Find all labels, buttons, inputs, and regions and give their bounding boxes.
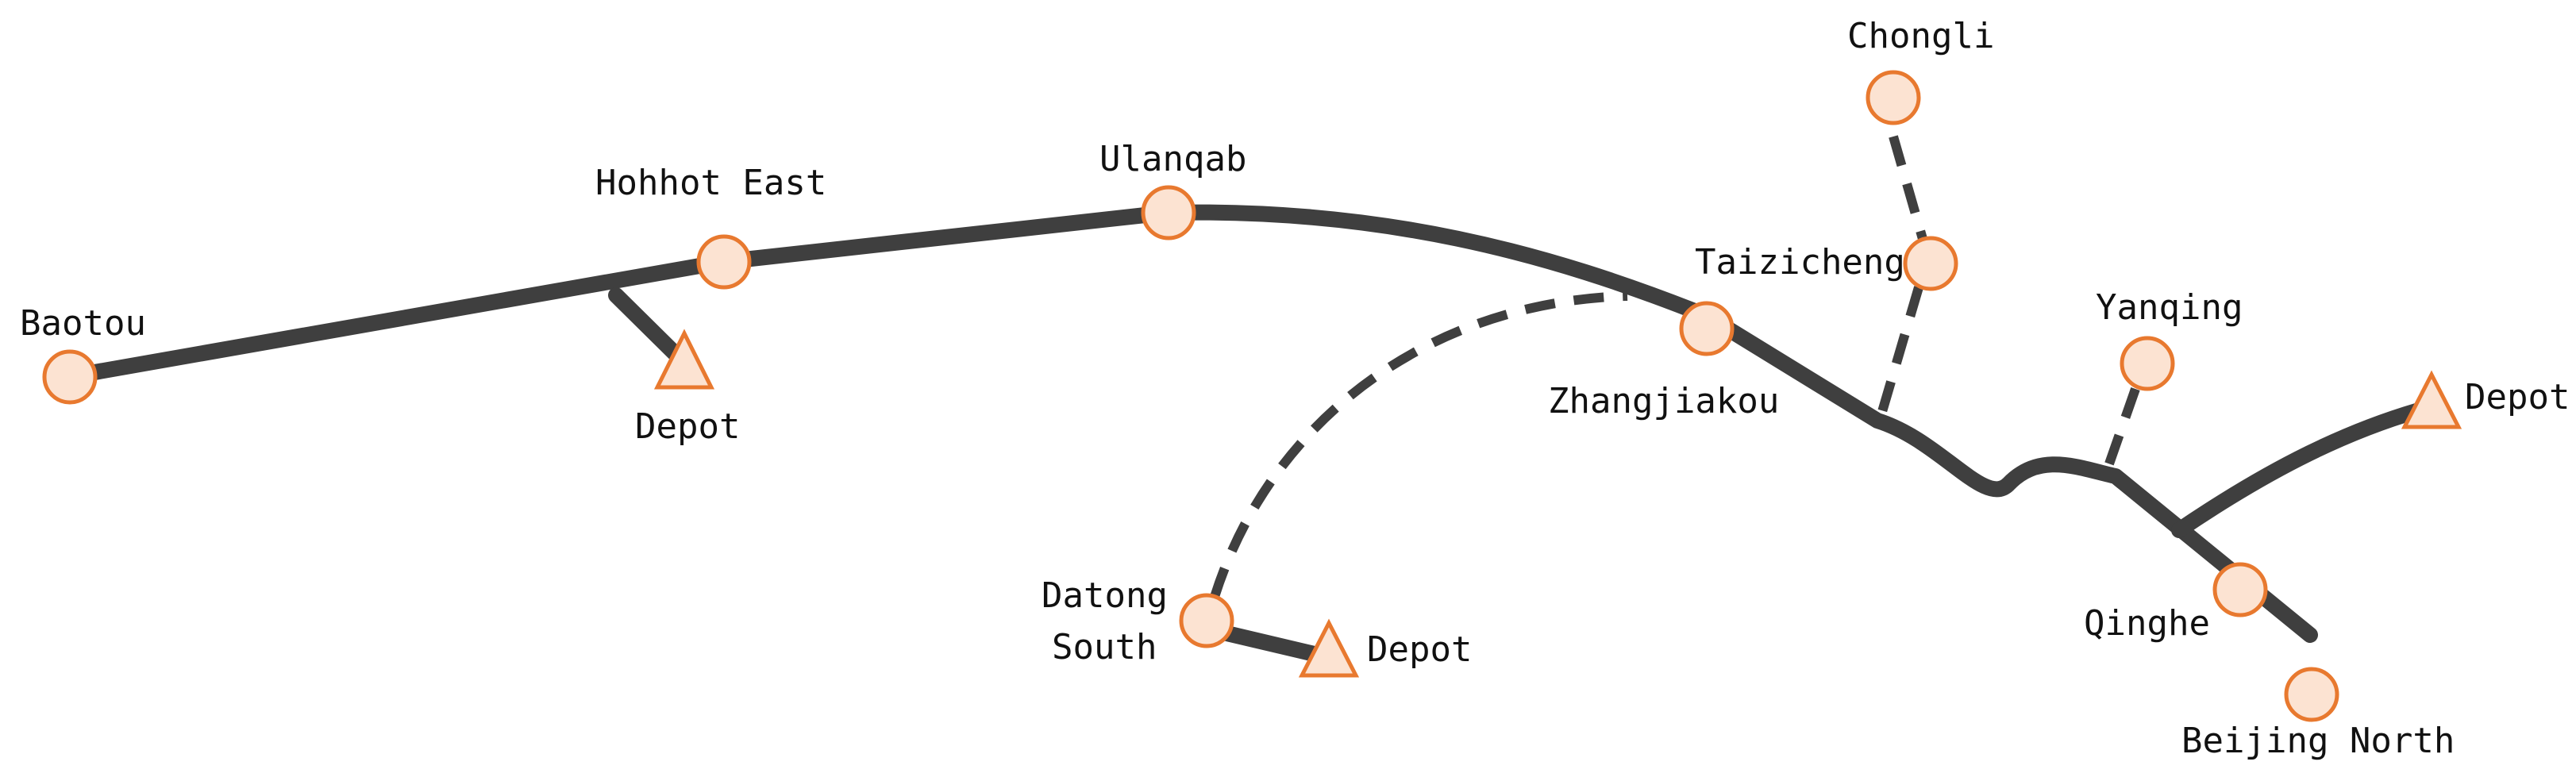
label-datong-south-line1: Datong xyxy=(1042,575,1168,616)
taizicheng-branch-dashed xyxy=(1877,286,1923,416)
hohhot-depot-spur xyxy=(608,287,691,369)
label-baotou: Baotou xyxy=(20,303,146,344)
label-qinghe: Qinghe xyxy=(2084,603,2210,644)
label-depot-beijing: Depot xyxy=(2465,377,2570,417)
main-line-track xyxy=(60,204,2318,643)
label-yanqing: Yanqing xyxy=(2096,287,2243,328)
label-taizicheng: Taizicheng xyxy=(1695,242,1905,283)
chongli-branch-dashed xyxy=(1889,135,1932,257)
station-chongli[interactable] xyxy=(1866,70,1921,125)
station-qinghe[interactable] xyxy=(2212,562,2268,617)
yanqing-branch-dashed xyxy=(2103,387,2140,470)
label-depot-hohhot: Depot xyxy=(635,406,740,447)
beijing-depot-spur xyxy=(2171,398,2441,538)
station-beijing-north[interactable] xyxy=(2284,667,2339,722)
label-beijing-north: Beijing North xyxy=(2181,721,2455,761)
label-zhangjiakou: Zhangjiakou xyxy=(1548,381,1779,421)
depot-datong-icon[interactable] xyxy=(1298,618,1360,678)
station-datong-south[interactable] xyxy=(1179,593,1234,648)
station-yanqing[interactable] xyxy=(2120,336,2175,391)
station-baotou[interactable] xyxy=(42,349,98,405)
station-taizicheng[interactable] xyxy=(1903,236,1958,291)
station-hohhot-east[interactable] xyxy=(696,234,752,290)
label-chongli: Chongli xyxy=(1847,16,1994,56)
depot-hohhot-icon[interactable] xyxy=(653,329,715,390)
station-ulanqab[interactable] xyxy=(1141,185,1196,240)
datong-branch-dashed xyxy=(1210,291,1628,598)
label-hohhot-east: Hohhot East xyxy=(595,163,826,203)
depot-beijing-icon[interactable] xyxy=(2401,370,2462,429)
label-datong-south-line2: South xyxy=(1052,627,1157,667)
label-ulanqab: Ulanqab xyxy=(1099,139,1246,179)
label-depot-datong: Depot xyxy=(1367,629,1472,670)
station-zhangjiakou[interactable] xyxy=(1679,301,1735,356)
